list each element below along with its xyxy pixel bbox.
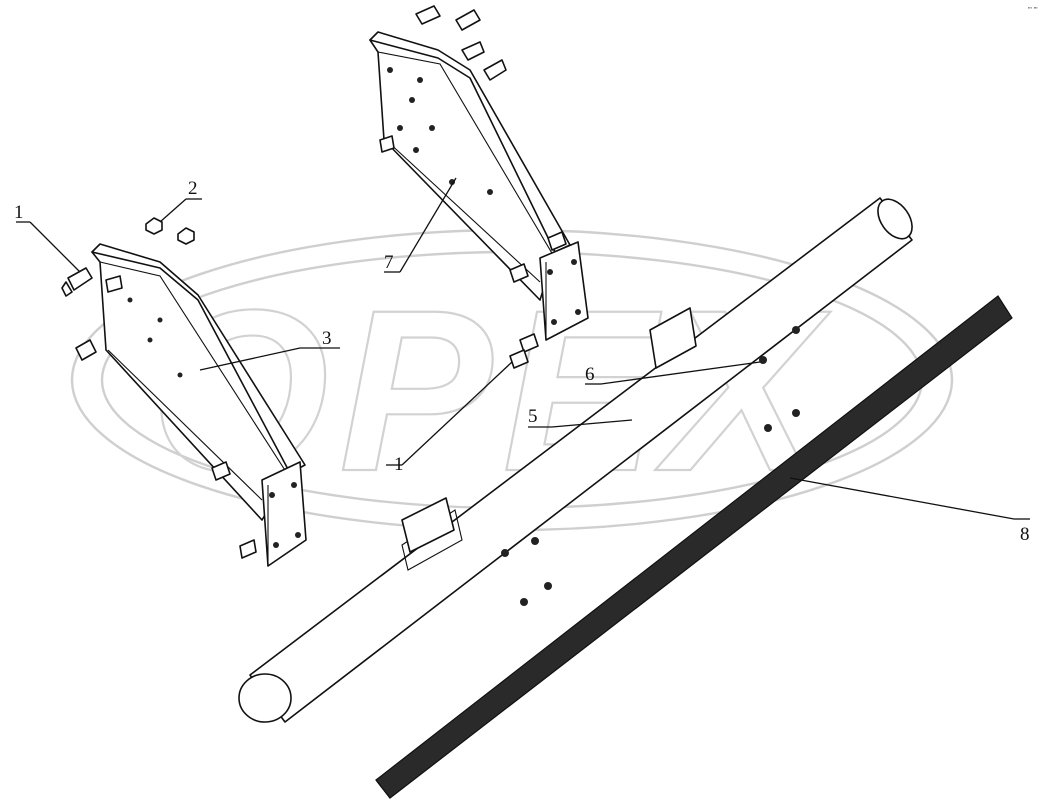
right-bracket xyxy=(369,31,589,353)
callout-7: 7 xyxy=(384,252,394,273)
bolt-part-1-left xyxy=(61,267,93,297)
bolt-part-1-middle xyxy=(509,349,529,369)
callout-8: 8 xyxy=(1020,524,1030,545)
callout-6: 6 xyxy=(585,364,595,385)
corner-mark: "' "' xyxy=(1028,7,1038,14)
nut-part-2 xyxy=(145,217,195,245)
tube-part-5 xyxy=(238,197,913,723)
callout-2: 2 xyxy=(188,178,198,199)
callout-1-left: 1 xyxy=(14,202,24,223)
callout-3: 3 xyxy=(322,328,332,349)
callouts: 1 2 3 7 1 6 5 8 xyxy=(14,178,1030,545)
left-bracket xyxy=(75,243,307,567)
callout-1-middle: 1 xyxy=(394,454,404,475)
bar-part-8 xyxy=(375,295,1013,799)
leader-lines xyxy=(16,177,1030,520)
bolts-top xyxy=(415,5,507,81)
callout-5: 5 xyxy=(528,406,538,427)
